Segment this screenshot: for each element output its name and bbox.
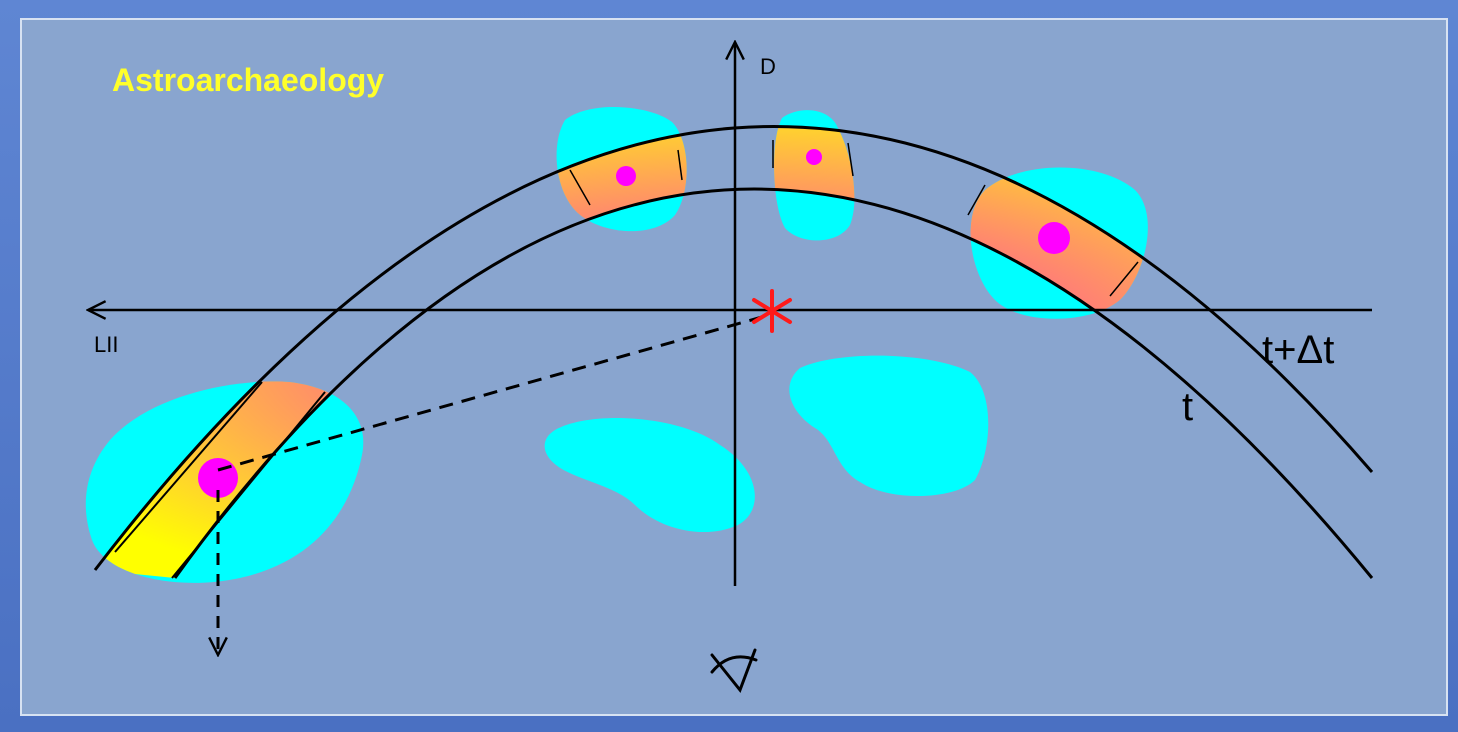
horizontal-axis-label: LII <box>94 332 118 357</box>
cloud-lower-middle <box>544 418 755 533</box>
band-right-edge-b <box>1109 261 1139 297</box>
band-right-edge-a <box>967 184 986 216</box>
inner-arc-label: t <box>1182 385 1193 429</box>
cloud-lower-right <box>789 355 989 497</box>
source-dot-top-left <box>616 166 636 186</box>
band-left-edge-outer <box>114 381 263 553</box>
band-top-left-edge-a <box>569 169 591 206</box>
asterisk-icon <box>752 289 792 333</box>
source-dot-top-middle <box>806 149 822 165</box>
outer-arc-label: t+Δt <box>1262 328 1334 372</box>
arc-t <box>173 187 1374 579</box>
dashed-line-to-center <box>217 315 763 472</box>
band-top-middle-edge-b <box>847 142 854 177</box>
source-dot-right <box>1038 222 1070 254</box>
observer-eye-icon <box>710 648 758 693</box>
diagram-title: Astroarchaeology <box>112 62 384 98</box>
band-top-left-edge-b <box>677 149 683 181</box>
vertical-axis-label: D <box>760 54 776 79</box>
